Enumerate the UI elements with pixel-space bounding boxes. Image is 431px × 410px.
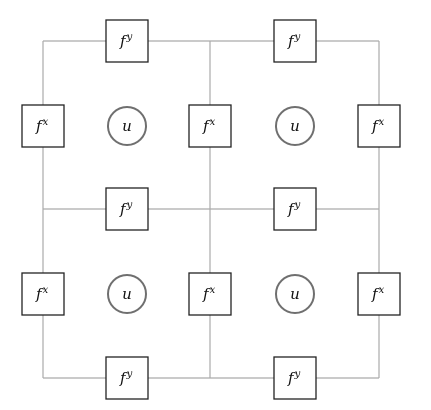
flux-y-node-1-box [105,19,149,63]
flux-y-node-2: fy [273,19,317,63]
flux-y-node-2-label: fy [287,32,301,50]
flux-x-node-6: fx [357,272,401,316]
grid-lines [42,40,380,379]
cell-value-node-3-circle [107,274,147,314]
flux-x-node-1-label: fx [35,117,49,135]
flux-x-node-2-label: fx [202,117,216,135]
flux-x-node-5-label: fx [202,285,216,303]
cell-value-node-1-circle [107,106,147,146]
flux-y-node-6-box [273,356,317,400]
flux-x-node-4: fx [21,272,65,316]
cell-value-node-3: u [107,274,147,314]
flux-x-node-5: fx [188,272,232,316]
flux-y-node-5-box [105,356,149,400]
flux-y-node-5: fy [105,356,149,400]
cell-value-node-4: u [275,274,315,314]
flux-y-node-6: fy [273,356,317,400]
flux-y-node-6-label: fy [287,369,301,387]
flux-x-node-1: fx [21,104,65,148]
flux-y-node-3: fy [105,187,149,231]
cell-value-node-2-label: u [290,117,300,135]
flux-y-node-4-label: fy [287,200,301,218]
flux-y-node-5-label: fy [119,369,133,387]
flux-y-node-3-box [105,187,149,231]
cell-value-node-1: u [107,106,147,146]
cell-value-node-1-label: u [122,117,132,135]
flux-x-node-3: fx [357,104,401,148]
flux-x-node-3-box [357,104,401,148]
flux-x-node-1-box [21,104,65,148]
flux-x-node-2-box [188,104,232,148]
cell-value-node-2-circle [275,106,315,146]
flux-x-node-5-box [188,272,232,316]
flux-y-node-3-label: fy [119,200,133,218]
flux-y-node-2-box [273,19,317,63]
cell-value-node-4-circle [275,274,315,314]
flux-y-node-4: fy [273,187,317,231]
grid-nodes: fy fy fy fy fy fy fx fx fx fx fx fx u u u u [21,19,401,400]
cell-value-node-4-label: u [290,285,300,303]
flux-x-node-4-label: fx [35,285,49,303]
flux-y-node-1: fy [105,19,149,63]
flux-x-node-3-label: fx [371,117,385,135]
flux-x-node-6-label: fx [371,285,385,303]
cell-value-node-2: u [275,106,315,146]
flux-x-node-4-box [21,272,65,316]
cell-value-node-3-label: u [122,285,132,303]
flux-y-node-1-label: fy [119,32,133,50]
flux-y-node-4-box [273,187,317,231]
flux-x-node-2: fx [188,104,232,148]
flux-x-node-6-box [357,272,401,316]
